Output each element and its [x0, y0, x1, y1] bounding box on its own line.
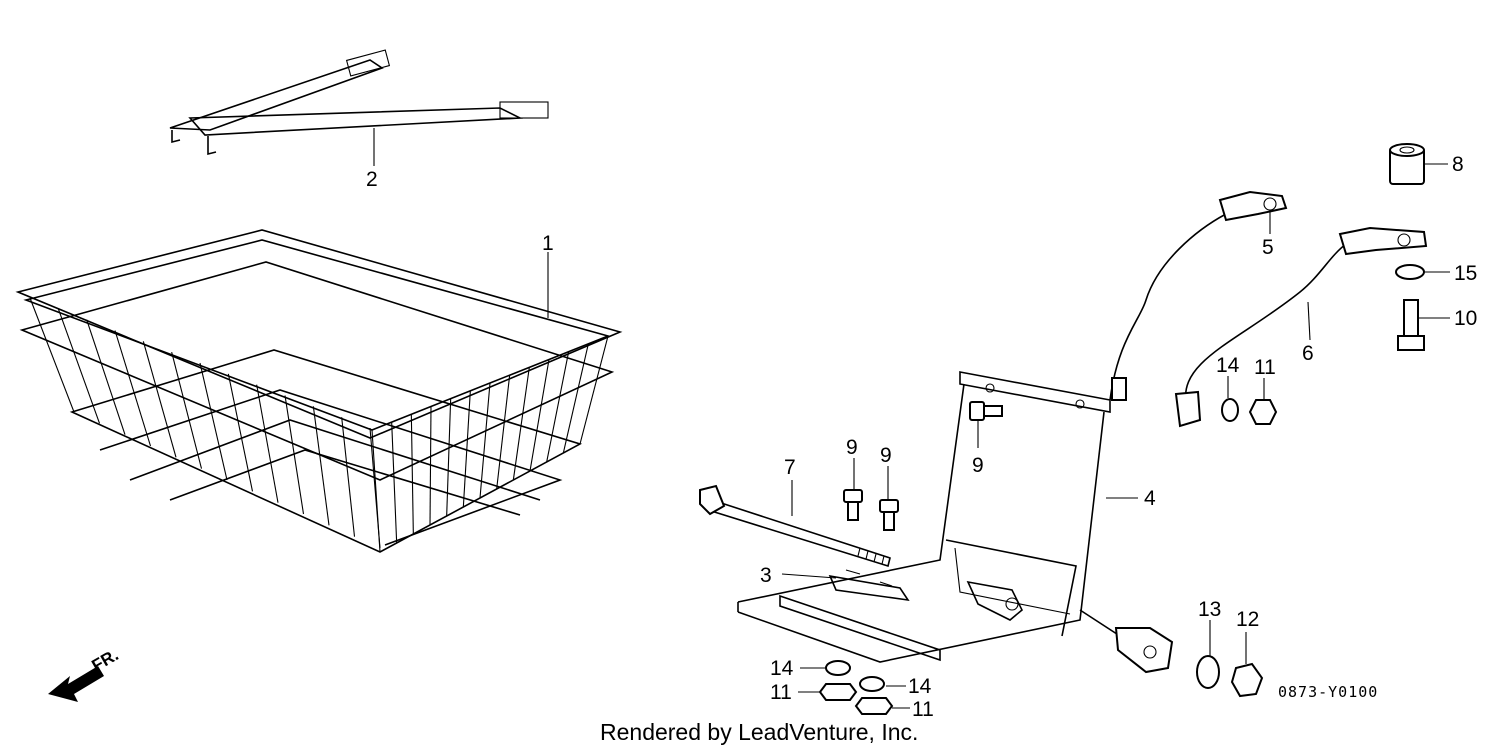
part-14-washer-upper: [1221, 398, 1239, 422]
leader-lines: [373, 128, 1450, 709]
basket-rib: [562, 343, 589, 454]
basket-rib: [429, 406, 432, 526]
basket-rib: [371, 429, 381, 553]
callout-5: 5: [1262, 236, 1274, 259]
arrow-icon: [48, 666, 104, 702]
basket-rib: [579, 335, 609, 445]
part-11-nut-upper: [1248, 399, 1278, 425]
callout-1: 1: [542, 232, 554, 255]
basket-rib: [284, 395, 305, 515]
part-3-clip: [828, 569, 910, 602]
basket-rib: [546, 351, 570, 463]
part-10-bolt: [1397, 299, 1425, 351]
part-14-washer-left: [825, 660, 851, 676]
front-direction-arrow: FR.: [48, 645, 122, 702]
callout-6: 6: [1302, 342, 1314, 365]
part-8-collar: [1389, 143, 1425, 185]
basket-rib: [512, 367, 530, 481]
callout-11a: 11: [1254, 356, 1276, 379]
basket-rib: [462, 390, 471, 508]
basket-rib: [256, 384, 279, 503]
basket-rib: [341, 417, 356, 537]
callout-3: 3: [760, 564, 772, 587]
callout-9c: 9: [972, 454, 984, 477]
callout-4: 4: [1144, 487, 1156, 510]
callout-14b: 14: [770, 657, 794, 680]
diagram-code: 0873-Y0100: [1278, 683, 1378, 701]
part-13-washer: [1196, 655, 1220, 689]
basket-rib: [57, 308, 101, 424]
callout-13: 13: [1198, 598, 1221, 621]
part-4-battery-holder: [737, 371, 1111, 663]
basket-rib: [312, 406, 330, 526]
callout-15: 15: [1454, 262, 1477, 285]
part-6-cable: [1174, 226, 1428, 428]
callout-11b: 11: [770, 681, 792, 704]
callout-11c: 11: [912, 698, 934, 721]
basket-rib: [391, 422, 398, 544]
part-12-nut: [1230, 662, 1264, 698]
callout-8: 8: [1452, 153, 1464, 176]
callout-9a: 9: [846, 436, 858, 459]
callout-10: 10: [1454, 307, 1477, 330]
callout-labels: 1 2 3 4 5 6 7 8 9 9 9 10 11 11 11 12 13 …: [366, 153, 1477, 721]
callout-14a: 14: [1216, 354, 1240, 377]
basket-rib: [114, 330, 152, 447]
part-9-bolts: [843, 401, 1003, 531]
basket-rib: [171, 352, 203, 469]
part-11-nut-right: [854, 697, 894, 715]
part-2-stay: [169, 49, 549, 156]
callout-9b: 9: [880, 444, 892, 467]
callout-2: 2: [366, 168, 378, 191]
basket-rib: [29, 297, 75, 413]
part-1-basket: [15, 229, 623, 553]
part-5-cable: [1109, 190, 1288, 401]
part-11-nut-left: [818, 683, 858, 701]
credit-text: Rendered by LeadVenture, Inc.: [600, 719, 918, 745]
callout-12: 12: [1236, 608, 1259, 631]
part-14-washer-right: [859, 676, 885, 692]
basket-rib: [410, 414, 414, 535]
basket-rib: [199, 362, 228, 481]
part-15-washer: [1395, 264, 1425, 280]
basket-rib: [86, 319, 126, 435]
basket-rib: [446, 398, 452, 517]
callout-7: 7: [784, 456, 796, 479]
basket-rib: [227, 373, 254, 492]
basket-rib: [142, 341, 177, 458]
battery-terminal-cable: [1079, 609, 1174, 674]
basket-rib: [479, 382, 491, 499]
basket-rib: [529, 359, 550, 472]
part-7-bolt: [699, 484, 891, 568]
basket-rib: [496, 375, 511, 490]
callout-14c: 14: [908, 675, 932, 698]
